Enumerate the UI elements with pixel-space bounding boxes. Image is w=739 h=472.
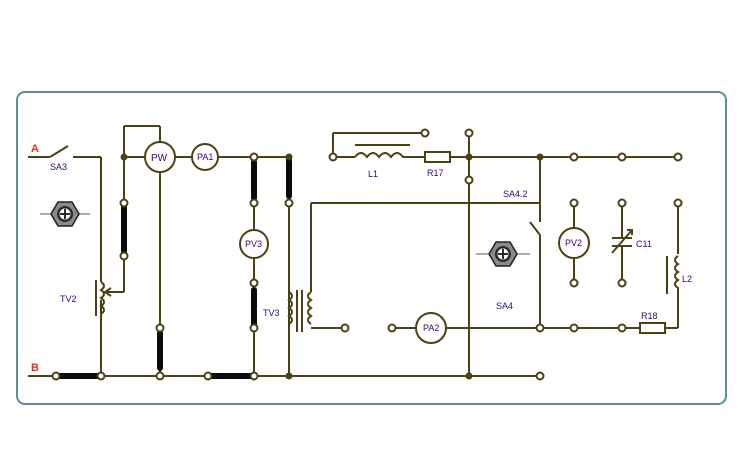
junction-nodes <box>120 153 544 380</box>
pa2-meter <box>415 312 447 344</box>
l2-inductor <box>666 255 680 294</box>
l1-label: L1 <box>368 169 378 179</box>
r17-resistor <box>424 151 451 163</box>
tv2-autotransformer <box>95 280 112 316</box>
tv3-label: TV3 <box>263 308 280 318</box>
pa1-label: PA1 <box>197 152 213 162</box>
pa2-label: PA2 <box>423 323 439 333</box>
c11-capacitor <box>611 229 633 254</box>
tv3-transformer <box>287 290 313 332</box>
knob-icon[interactable] <box>40 201 90 227</box>
sa42-label: SA4.2 <box>503 189 528 199</box>
pa1-meter <box>191 143 219 171</box>
r18-label: R18 <box>641 311 658 321</box>
pv2-label: PV2 <box>565 238 582 248</box>
jumper-links <box>57 154 292 379</box>
r17-label: R17 <box>427 168 444 178</box>
terminal-posts[interactable] <box>51 128 683 381</box>
pw-meter <box>144 141 176 173</box>
c11-label: C11 <box>636 239 652 249</box>
pv3-label: PV3 <box>245 239 262 249</box>
terminal-b-label: B <box>31 362 39 374</box>
knob-icon[interactable] <box>476 241 530 267</box>
pv2-meter <box>558 227 590 259</box>
l2-label: L2 <box>682 274 692 284</box>
terminal-a-label: A <box>31 143 39 155</box>
pv3-meter <box>239 229 269 259</box>
pw-label: PW <box>151 153 168 164</box>
sa3-label: SA3 <box>50 162 67 172</box>
l1-inductor <box>354 144 410 159</box>
sa4-label: SA4 <box>496 301 513 311</box>
r18-resistor <box>639 322 666 334</box>
panel-frame <box>16 91 727 405</box>
tv2-label: TV2 <box>60 294 77 304</box>
